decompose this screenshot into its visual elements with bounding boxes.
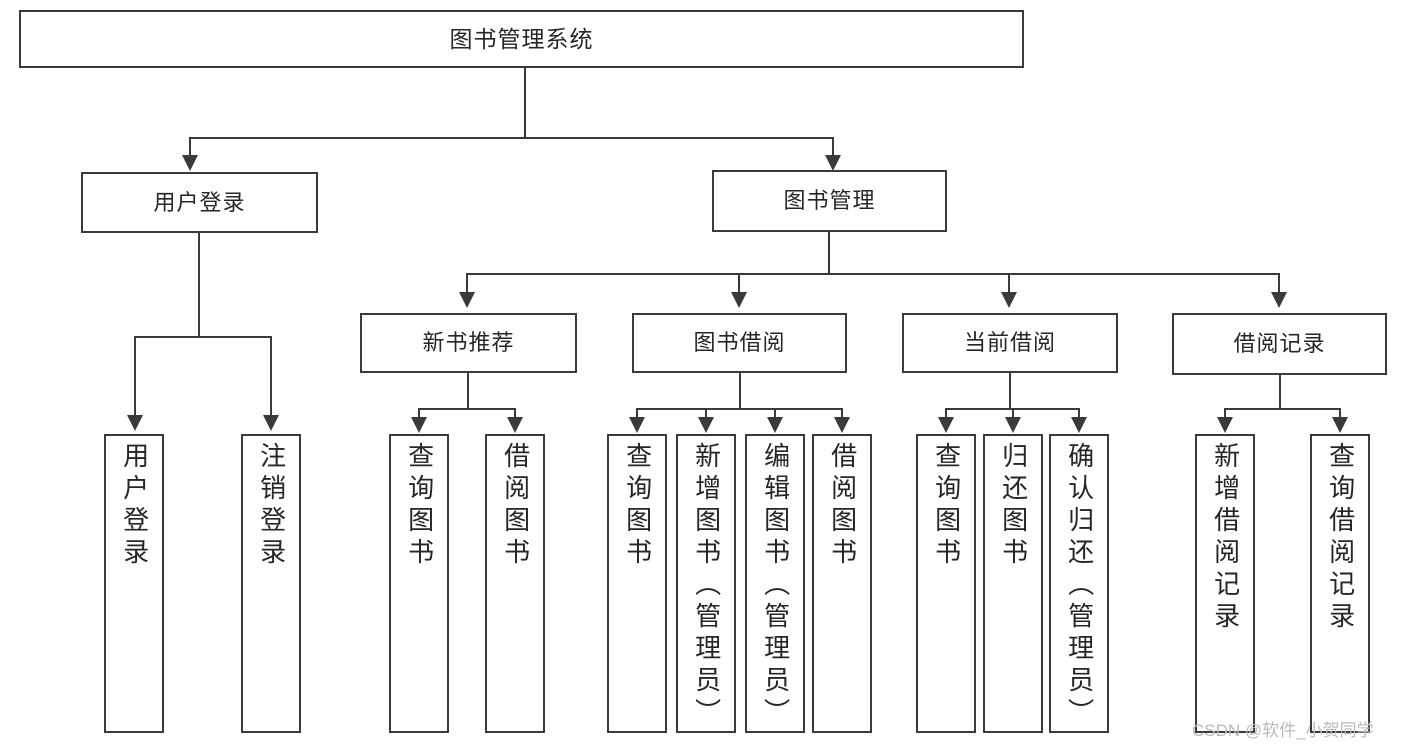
node-leaf-query-record[interactable]: 查询借阅记录 [1310, 434, 1370, 733]
node-root-label: 图书管理系统 [449, 25, 594, 52]
node-leaf-logout[interactable]: 注销登录 [241, 434, 301, 733]
connector-book-manage-to-l2-4 [1278, 273, 1280, 295]
connector-borrow-record-stem [1279, 375, 1281, 409]
connector-book-borrow-stem [739, 373, 741, 409]
node-leaf-query-book-3[interactable]: 查询图书 [916, 434, 976, 733]
connector-root-to-user-login [189, 137, 191, 159]
node-leaf-borrow-book-1-label: 借阅图书 [500, 442, 531, 570]
node-current-borrow[interactable]: 当前借阅 [902, 313, 1118, 373]
node-root[interactable]: 图书管理系统 [19, 10, 1024, 68]
arrow-book-borrow-to-leaf3 [767, 417, 783, 433]
node-leaf-borrow-book-2-label: 借阅图书 [827, 442, 858, 570]
connector-root-bus [190, 137, 833, 139]
node-new-book-rec[interactable]: 新书推荐 [360, 313, 577, 373]
node-leaf-query-book-2-label: 查询图书 [622, 442, 653, 570]
connector-book-manage-to-l2-1 [466, 273, 468, 295]
connector-book-borrow-to-leaf2 [705, 408, 707, 420]
node-user-login[interactable]: 用户登录 [81, 172, 318, 233]
node-leaf-edit-book-label: 编辑图书（管理员） [760, 442, 791, 730]
node-leaf-query-record-label: 查询借阅记录 [1325, 442, 1356, 634]
connector-borrow-record-to-leaf1 [1224, 408, 1226, 420]
arrow-current-borrow-to-leaf2 [1005, 417, 1021, 433]
connector-current-borrow-to-leaf3 [1078, 408, 1080, 420]
connector-book-borrow-to-leaf1 [636, 408, 638, 420]
arrow-new-book-rec-to-leaf2 [507, 417, 523, 433]
node-user-login-label: 用户登录 [153, 189, 246, 215]
arrow-book-manage-to-borrow-record [1271, 292, 1287, 308]
connector-book-manage-stem [828, 232, 830, 274]
node-leaf-logout-label: 注销登录 [256, 442, 287, 570]
node-leaf-add-book[interactable]: 新增图书（管理员） [676, 434, 736, 733]
node-book-manage[interactable]: 图书管理 [712, 170, 947, 232]
arrow-borrow-record-to-leaf2 [1332, 417, 1348, 433]
connector-current-borrow-to-leaf1 [945, 408, 947, 420]
arrow-book-borrow-to-leaf4 [834, 417, 850, 433]
watermark: CSDN @软件_小贺同学 [1192, 721, 1374, 740]
node-leaf-user-login[interactable]: 用户登录 [104, 434, 164, 733]
arrow-borrow-record-to-leaf1 [1217, 417, 1233, 433]
node-book-manage-label: 图书管理 [783, 188, 876, 213]
arrow-book-borrow-to-leaf1 [629, 417, 645, 433]
node-leaf-query-book-1[interactable]: 查询图书 [389, 434, 449, 733]
connector-user-login-stem [198, 232, 200, 337]
arrow-book-manage-to-current-borrow [1001, 292, 1017, 308]
connector-user-login-bus [134, 336, 272, 338]
connector-user-login-to-leaf1 [134, 336, 136, 418]
connector-new-book-rec-stem [467, 373, 469, 409]
connector-borrow-record-bus [1224, 408, 1341, 410]
connector-root-stem [524, 68, 526, 138]
node-leaf-add-record-label: 新增借阅记录 [1210, 442, 1241, 634]
connector-book-borrow-to-leaf4 [841, 408, 843, 420]
connector-current-borrow-stem [1009, 373, 1011, 409]
node-new-book-rec-label: 新书推荐 [422, 330, 515, 355]
connector-book-borrow-bus [636, 408, 842, 410]
connector-current-borrow-to-leaf2 [1012, 408, 1014, 420]
connector-book-borrow-to-leaf3 [774, 408, 776, 420]
arrow-book-manage-to-new-book-rec [459, 292, 475, 308]
node-leaf-borrow-book-2[interactable]: 借阅图书 [812, 434, 872, 733]
connector-root-to-book-manage [832, 137, 834, 159]
arrow-user-login-to-leaf2 [263, 415, 279, 431]
arrow-book-manage-to-book-borrow [731, 292, 747, 308]
node-leaf-borrow-book-1[interactable]: 借阅图书 [485, 434, 545, 733]
node-leaf-query-book-3-label: 查询图书 [931, 442, 962, 570]
connector-new-book-rec-to-leaf1 [418, 408, 420, 420]
connector-user-login-to-leaf2 [270, 336, 272, 418]
node-book-borrow-label: 图书借阅 [693, 330, 786, 355]
node-book-borrow[interactable]: 图书借阅 [632, 313, 847, 373]
node-current-borrow-label: 当前借阅 [963, 330, 1056, 355]
connector-new-book-rec-to-leaf2 [514, 408, 516, 420]
connector-new-book-rec-bus [418, 408, 516, 410]
arrow-book-borrow-to-leaf2 [698, 417, 714, 433]
node-leaf-add-record[interactable]: 新增借阅记录 [1195, 434, 1255, 733]
node-leaf-query-book-1-label: 查询图书 [404, 442, 435, 570]
node-leaf-user-login-label: 用户登录 [119, 442, 150, 570]
node-leaf-confirm-return[interactable]: 确认归还（管理员） [1049, 434, 1109, 733]
arrow-current-borrow-to-leaf3 [1071, 417, 1087, 433]
arrow-new-book-rec-to-leaf1 [411, 417, 427, 433]
node-borrow-record-label: 借阅记录 [1233, 331, 1326, 356]
connector-book-manage-bus [467, 273, 1279, 275]
node-leaf-return-book[interactable]: 归还图书 [983, 434, 1043, 733]
node-leaf-add-book-label: 新增图书（管理员） [691, 442, 722, 730]
connector-book-manage-to-l2-2 [738, 273, 740, 295]
node-leaf-return-book-label: 归还图书 [998, 442, 1029, 570]
arrow-root-to-user-login [182, 155, 198, 171]
arrow-root-to-book-manage [825, 155, 841, 171]
arrow-current-borrow-to-leaf1 [938, 417, 954, 433]
connector-borrow-record-to-leaf2 [1339, 408, 1341, 420]
node-borrow-record[interactable]: 借阅记录 [1172, 313, 1387, 375]
connector-book-manage-to-l2-3 [1008, 273, 1010, 295]
node-leaf-query-book-2[interactable]: 查询图书 [607, 434, 667, 733]
node-leaf-confirm-return-label: 确认归还（管理员） [1064, 442, 1095, 730]
arrow-user-login-to-leaf1 [127, 415, 143, 431]
node-leaf-edit-book[interactable]: 编辑图书（管理员） [745, 434, 805, 733]
